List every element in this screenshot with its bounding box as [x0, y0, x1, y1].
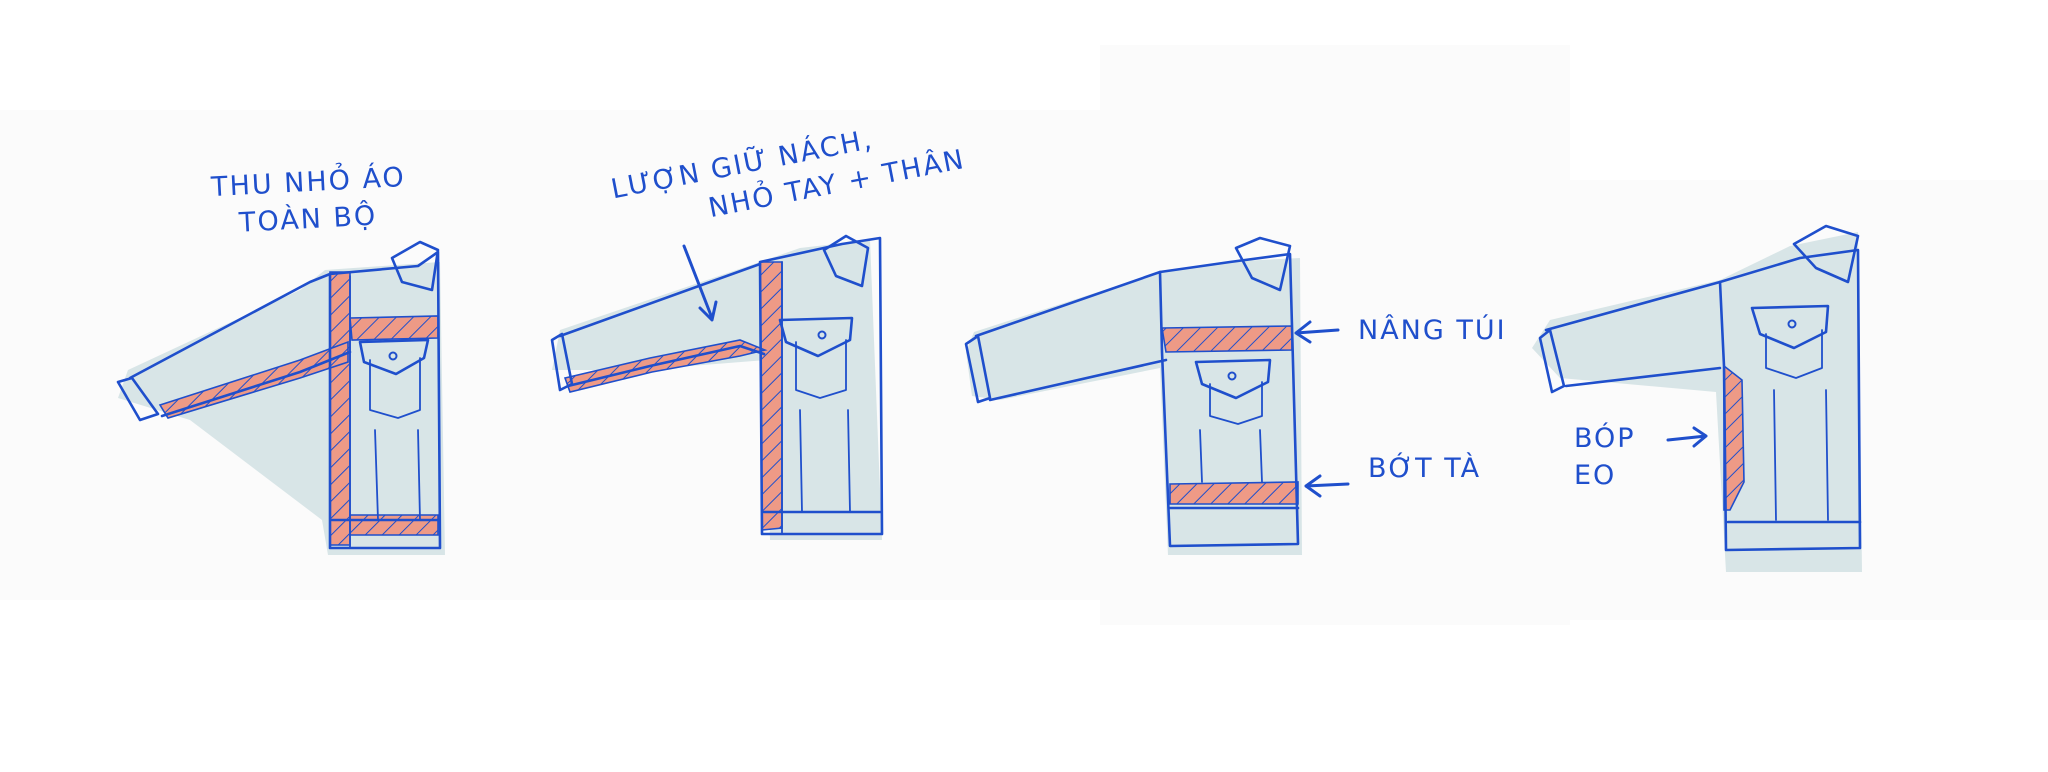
annotation-arrow [1666, 426, 1708, 448]
seam-line [374, 429, 379, 521]
seam-line [799, 409, 803, 513]
collar-outline [822, 234, 870, 288]
collar-outline [1792, 224, 1860, 284]
seam-line [1773, 389, 1777, 521]
alteration-area [563, 339, 768, 393]
pocket-button [1787, 319, 1797, 329]
annotation-arrow [682, 244, 718, 322]
note-line: EO [1574, 460, 1617, 491]
annotation-arrow [1294, 320, 1340, 344]
seam-line [1825, 389, 1829, 521]
sleeve-outline [974, 270, 1168, 402]
cuff-outline [116, 376, 160, 422]
collar-outline [1234, 236, 1292, 292]
alteration-area [1723, 364, 1745, 511]
note-reduce-hem: BỚT TÀ [1368, 453, 1482, 484]
pocket-button [388, 351, 398, 361]
seam-line [847, 409, 851, 513]
pocket-flap [358, 338, 430, 376]
chest-pocket [795, 339, 847, 399]
pocket-button [817, 330, 827, 340]
note-take-in-waist: BÓP EO [1574, 420, 1636, 494]
body-outline [328, 250, 442, 550]
note-line: BÓP [1574, 423, 1636, 454]
chest-pocket [1209, 381, 1263, 425]
fabric-wash [552, 240, 882, 540]
cuff-outline [550, 332, 574, 392]
sleeve-outline [558, 262, 766, 388]
pocket-flap [1194, 358, 1272, 400]
cuff-outline [1538, 328, 1566, 394]
annotation-arrow [1304, 474, 1350, 498]
pocket-flap [1750, 304, 1830, 350]
note-shrink-whole-jacket: THU NHỎ ÁO TOÀN BỘ [210, 159, 408, 243]
pocket-flap [778, 316, 854, 358]
note-raise-pocket: NÂNG TÚI [1358, 315, 1507, 346]
fabric-wash [1532, 232, 1862, 572]
chest-pocket [1765, 329, 1823, 379]
sleeve-outline [128, 272, 352, 418]
collar-outline [390, 240, 440, 292]
body-outline [1158, 252, 1300, 548]
cuff-outline [964, 334, 992, 404]
pocket-button [1227, 371, 1237, 381]
alteration-area [158, 340, 349, 419]
seam-line [1259, 429, 1263, 483]
seam-line [417, 429, 421, 521]
sleeve-outline [1544, 280, 1722, 388]
body-outline [1718, 248, 1862, 552]
seam-line [1199, 429, 1203, 483]
chest-pocket [369, 357, 421, 419]
